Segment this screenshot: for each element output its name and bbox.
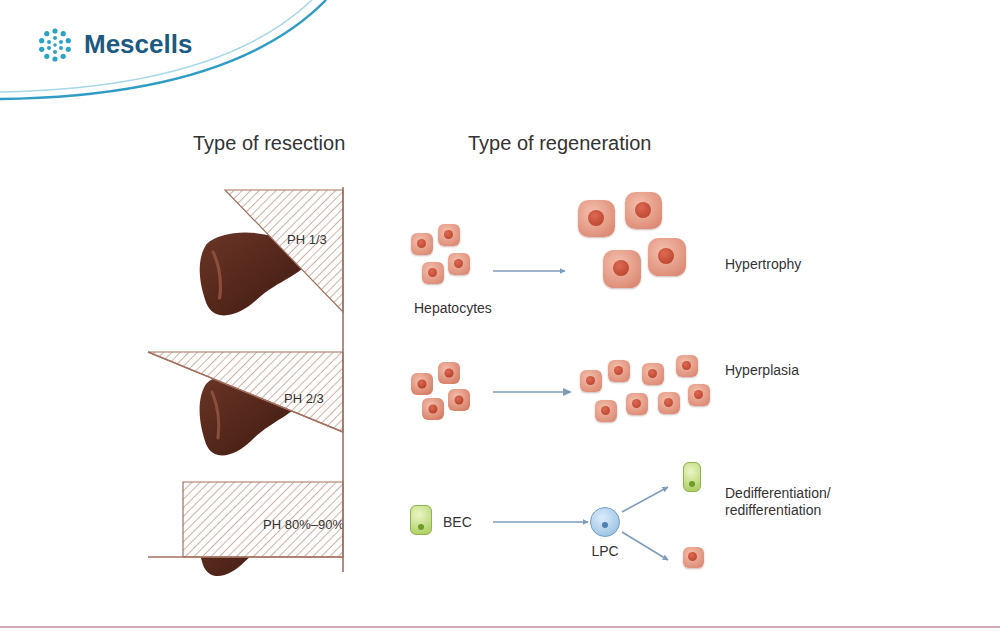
cell-group: LPC [588,505,622,560]
hepatocyte-cell [422,262,444,284]
cell-nucleus [694,390,703,399]
hepatocyte-cell [648,238,686,276]
cell-nucleus [454,259,463,268]
cell-nucleus [614,366,623,375]
hepatocyte-cell [658,392,680,414]
cell-nucleus [648,369,657,378]
cell-nucleus [632,399,641,408]
resection-region: PH 1/3 [225,190,343,312]
node-label: LPC [580,543,630,560]
hepatocyte-cell [411,233,433,255]
hepatocyte-cell [688,384,710,406]
logo-icon [39,28,71,61]
hepatocyte-cell [448,253,470,275]
resection-region: PH 80%–90% [183,482,343,557]
node-label: PH 1/3 [287,232,347,248]
arrow-connector [622,532,668,560]
cell-nucleus [444,230,453,239]
hepatocyte-cell [625,192,662,229]
column-heading: Type of regeneration [468,131,651,155]
bec-cell [410,505,432,535]
cell-group: Hyperplasia [575,355,855,425]
cell-nucleus [417,239,426,248]
hepatocyte-cell [683,547,704,568]
hepatocyte-cluster [411,362,470,420]
cell-group: Hypertrophy [565,190,855,290]
arrow-connector [493,521,588,523]
hepatocyte-cell [676,355,698,377]
cell-nucleus [586,376,595,385]
cell-nucleus [428,268,437,277]
cut-plane-line [148,352,343,432]
cell-nucleus [601,406,610,415]
cell-nucleus [588,210,604,226]
hepatocyte-cell [626,393,648,415]
footer-rule [0,626,1000,628]
arrow-line [493,391,566,393]
cell-nucleus [664,398,673,407]
cell-nucleus [658,248,674,264]
region-outline [225,190,343,312]
resection-region: PH 2/3 [148,350,343,434]
node-label: PH 80%–90% [263,517,348,533]
hepatocyte-cell [438,224,460,246]
hepatocyte-cell [603,250,641,288]
header-arc [0,0,326,99]
cell-group: BEC [408,500,493,542]
hatched-area [148,352,343,432]
node-label: Dedifferentiation/ redifferentiation [725,485,875,519]
cell-group: Dedifferentiation/ redifferentiation [668,455,868,570]
arrow-connector [622,487,668,512]
cell-nucleus [688,552,697,561]
arrow-head [563,388,572,396]
cell-nucleus [682,361,691,370]
node-label: Hypertrophy [725,256,845,273]
hatched-area [225,190,343,312]
column-heading: Type of resection [193,131,345,155]
arrow-connector [493,270,565,272]
progenitor-cell [590,507,620,537]
hepatocyte-cell [580,370,602,392]
cell-group: Hepatocytes [408,220,493,320]
cell-nucleus [602,522,608,528]
logo-wordmark: Mescells [84,29,192,60]
hepatocyte-cell [608,360,630,382]
cell-nucleus [635,202,651,218]
node-label: PH 2/3 [284,391,344,407]
node-label: BEC [443,514,488,531]
hepatocyte-cell [578,200,615,237]
cell-nucleus [689,481,695,487]
node-label: Hepatocytes [414,300,514,317]
cell-nucleus [613,260,629,276]
hepatocyte-cell [642,363,664,385]
hepatocyte-cell [595,400,617,422]
node-label: Hyperplasia [725,362,845,379]
bec-cell [683,462,701,492]
cell-nucleus [418,524,424,530]
